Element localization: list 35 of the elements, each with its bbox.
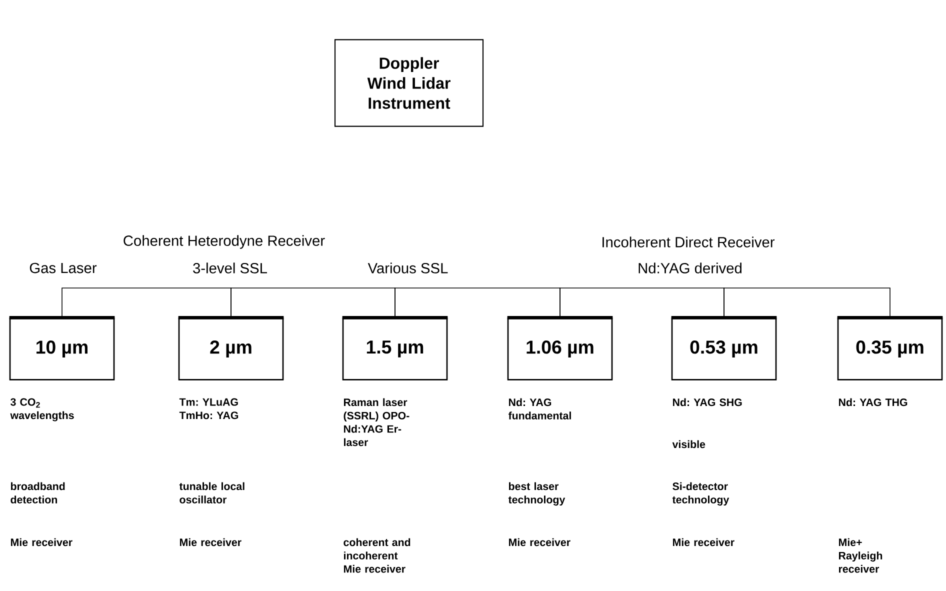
connector-line — [230, 288, 396, 318]
note-text: Raman laser (SSRL) OPO-Nd:YAG Er-laser — [344, 398, 410, 446]
note-text: Mie receiver — [10, 538, 72, 546]
note-text: Nd: YAG SHG — [672, 398, 742, 406]
connector-line — [724, 288, 890, 318]
note-text: Nd: YAG fundamental — [508, 398, 571, 420]
note-text: Mie receiver — [180, 538, 242, 546]
wavelength-box: 0.53 µm — [671, 316, 777, 380]
note-text: 3 CO$_{2}$ wavelengths — [10, 398, 74, 422]
note-text: Mie+ Rayleigh receiver — [838, 538, 882, 573]
note-text: Nd: YAG THG — [838, 398, 908, 406]
connector-line — [394, 288, 560, 318]
title-box: Doppler Wind Lidar Instrument — [334, 39, 484, 127]
group-heading: Gas Laser — [30, 262, 97, 274]
group-heading: Nd:YAG derived — [638, 262, 742, 274]
group-heading: 3-level SSL — [193, 262, 267, 274]
wavelength-box: 0.35 µm — [837, 316, 943, 380]
note-text: broadband detection — [10, 482, 65, 504]
group-heading: Various SSL — [368, 262, 448, 274]
connector-line — [62, 288, 232, 318]
note-text: tunable local oscillator — [179, 482, 244, 504]
connector-line — [560, 288, 724, 318]
group-heading: Incoherent Direct Receiver — [602, 236, 775, 248]
note-text: Mie receiver — [508, 538, 570, 546]
note-text: best laser technology — [508, 482, 566, 506]
note-text: visible — [672, 440, 706, 448]
wavelength-box: 10 µm — [9, 316, 115, 380]
group-heading: Coherent Heterodyne Receiver — [124, 235, 325, 249]
note-text: Si-detector technology — [672, 482, 730, 506]
wavelength-box: 1.5 µm — [342, 316, 448, 380]
note-text: Tm: YLuAG TmHo: YAG — [179, 398, 238, 420]
wavelength-box: 1.06 µm — [507, 316, 613, 380]
note-text: coherent and incoherent Mie receiver — [344, 538, 410, 573]
wavelength-box: 2 µm — [178, 316, 284, 380]
note-text: Mie receiver — [672, 538, 734, 546]
